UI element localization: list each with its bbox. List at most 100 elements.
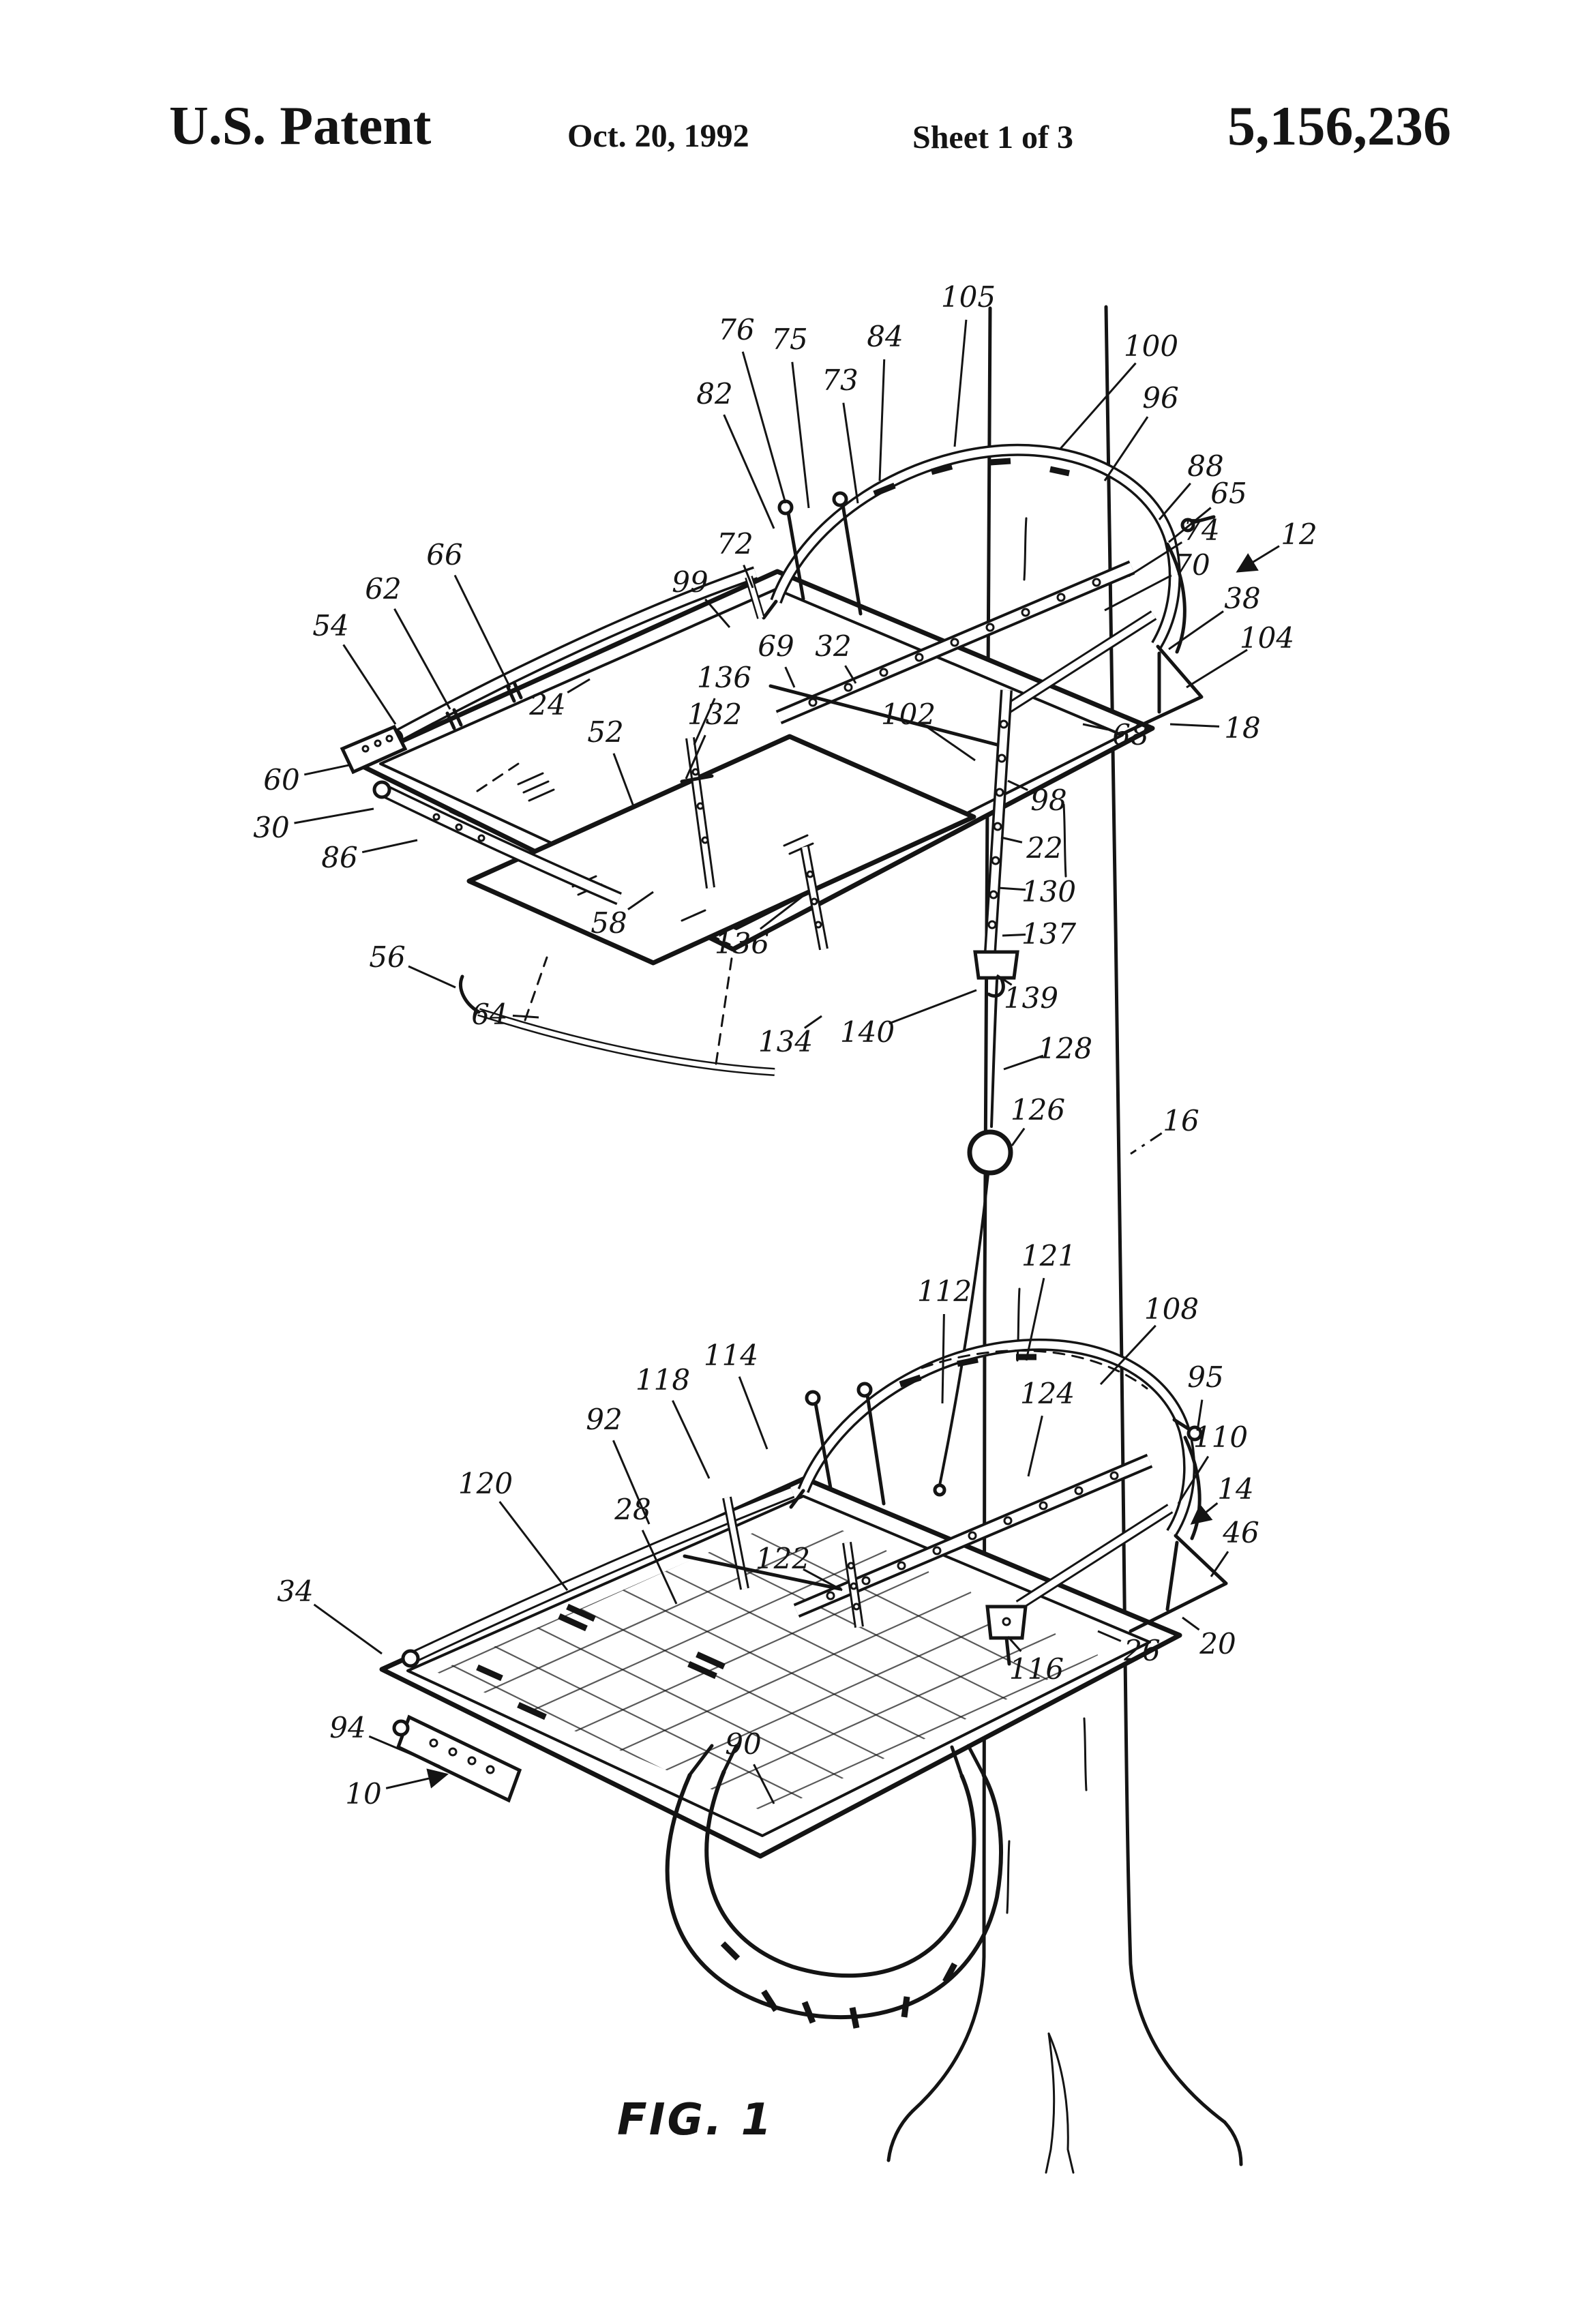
right-bracket-lower [1129,1534,1228,1633]
ref-numeral-10: 10 [345,1777,381,1811]
leader-line-128 [1003,1054,1044,1071]
leader-line-137 [1002,933,1026,937]
ref-numeral-32: 32 [815,629,851,663]
bark-texture [1006,517,1088,1914]
leader-line-30 [294,807,374,824]
sheet-number: Sheet 1 of 3 [912,119,1073,155]
leader-line-130 [998,887,1026,891]
ref-numeral-99: 99 [672,565,708,599]
seat-panel [466,734,976,966]
ref-numeral-122: 122 [756,1542,810,1575]
patent-date: Oct. 20, 1992 [567,118,749,154]
ref-numeral-114: 114 [704,1339,758,1372]
hidden-bow-arc [921,1350,1148,1390]
ref-numeral-105: 105 [941,280,996,314]
leader-line-54 [342,644,397,725]
leader-line-68 [1082,723,1109,731]
bow-gripper-teeth [873,458,1070,497]
leader-line-114 [738,1376,768,1450]
ref-numeral-94: 94 [329,1711,365,1744]
leader-line-98 [1007,779,1028,791]
leader-line-92 [612,1440,651,1525]
leader-line-24 [567,678,591,694]
leader-line-34 [313,1603,383,1655]
ref-numeral-95: 95 [1187,1360,1223,1394]
ref-numeral-74: 74 [1183,513,1219,547]
lowering-cord [933,979,1013,1497]
ref-numeral-62: 62 [365,572,401,606]
leader-line-100 [1059,362,1137,449]
leader-line-88 [1158,482,1191,520]
leader-line-82 [723,414,775,529]
leader-line-52 [612,753,636,809]
leader-line-126 [1011,1127,1026,1146]
leader-line-28 [641,1530,678,1605]
leader-line-105 [953,319,968,447]
ref-numeral-60: 60 [263,763,299,796]
ref-numeral-139: 139 [1004,981,1058,1015]
ref-numeral-75: 75 [771,323,807,356]
leader-line-66 [453,574,511,688]
ref-numeral-20: 20 [1199,1627,1236,1660]
leader-line-86 [361,839,418,854]
leader-line-136 [760,893,805,930]
leader-line-22 [1000,836,1023,844]
leader-line-99 [704,598,731,628]
ref-numeral-98: 98 [1030,784,1066,817]
ref-numeral-132: 132 [687,698,742,731]
leader-line-84 [878,359,886,481]
ref-numeral-14: 14 [1217,1472,1253,1506]
ref-numeral-112: 112 [917,1275,972,1308]
leader-line-96 [1103,416,1149,481]
leader-line-110 [1177,1455,1210,1504]
ref-numeral-84: 84 [867,320,903,353]
ref-numeral-46: 46 [1222,1516,1259,1549]
ref-numeral-116: 116 [1009,1652,1064,1686]
ref-numeral-58: 58 [591,906,627,940]
ref-numeral-24: 24 [528,688,565,721]
ref-numeral-66: 66 [426,538,462,571]
ref-numeral-64: 64 [471,998,507,1031]
cord-clip [933,1483,946,1497]
ref-numeral-69: 69 [758,629,794,663]
ref-numeral-18: 18 [1224,711,1260,745]
ref-numeral-134: 134 [758,1025,813,1058]
patent-number: 5,156,236 [1227,95,1451,157]
ref-numeral-128: 128 [1038,1032,1092,1065]
foot-bar-hook [459,974,481,1014]
leader-line-62 [393,608,451,710]
leader-line-132 [685,734,706,779]
ref-numeral-88: 88 [1187,449,1223,483]
leader-line-108 [1099,1324,1156,1386]
leader-line-134 [804,1015,822,1029]
ref-numeral-124: 124 [1020,1377,1075,1410]
ref-numeral-70: 70 [1174,548,1210,582]
ref-numeral-121: 121 [1021,1239,1076,1272]
leader-line-70 [1104,574,1172,612]
eyelet-post [832,491,848,507]
lower-stand [379,1338,1228,2029]
cross-strut [768,684,999,747]
leader-line-112 [941,1313,945,1404]
side-strap-lower [1183,1435,1202,1540]
leader-line-118 [672,1400,711,1479]
leader-line-73 [842,402,859,504]
leader-line-122 [803,1568,843,1592]
leader-line-116 [1006,1636,1022,1652]
ref-numeral-96: 96 [1142,381,1178,415]
leader-line-95 [1196,1399,1204,1431]
ref-numeral-140: 140 [840,1015,895,1049]
ref-numeral-130: 130 [1021,875,1076,908]
leader-line-72 [743,565,754,589]
leader-line-26 [1097,1630,1122,1642]
leader-line-140 [889,989,977,1025]
leader-line-69 [784,666,796,688]
eyelet-post [805,1390,821,1406]
upper-stand [340,443,1216,1076]
leader-line-10 [385,1768,449,1789]
leader-line-64 [512,1014,539,1019]
leader-line-136 [693,698,716,745]
ref-numeral-82: 82 [696,377,732,411]
leader-line-121 [1025,1277,1045,1361]
